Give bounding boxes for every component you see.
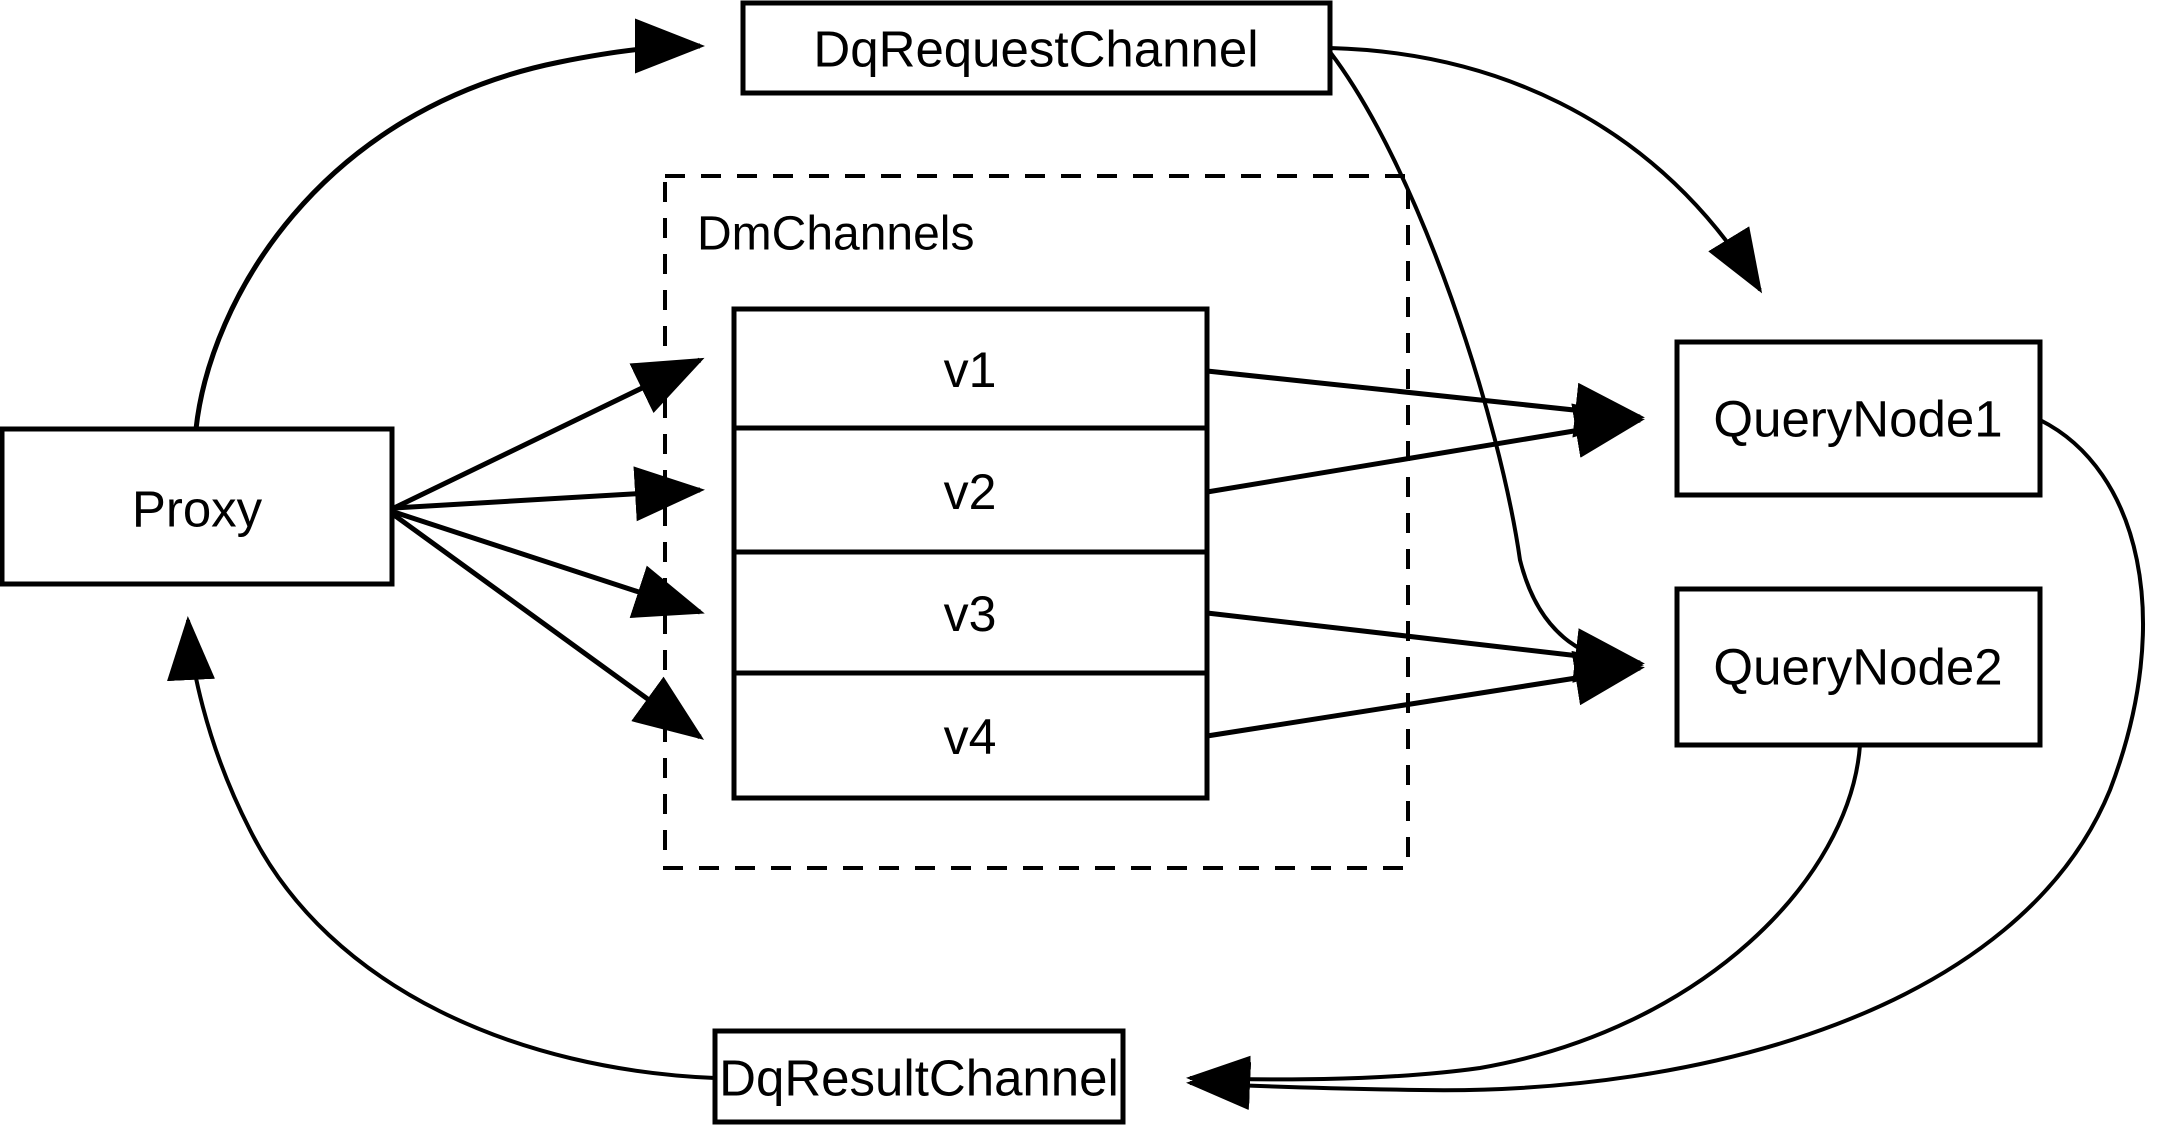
edge-proxy-to-v2 xyxy=(393,466,705,522)
edge-proxy-to-dqrequestchannel xyxy=(193,18,705,430)
edge-querynode2-to-dqresultchannel xyxy=(1186,744,1862,1104)
node-proxy-label: Proxy xyxy=(132,481,263,538)
node-dqresultchannel-label: DqResultChannel xyxy=(719,1050,1119,1107)
edge-v2-to-querynode1 xyxy=(1206,403,1645,495)
edge-dqrequestchannel-to-querynode1 xyxy=(1329,46,1763,294)
edge-querynode1-to-dqresultchannel xyxy=(1186,418,2145,1110)
edge-dqrequestchannel-to-querynode2 xyxy=(1328,50,1644,686)
edge-proxy-to-v3 xyxy=(393,509,705,618)
channel-row-v3[interactable]: v3 xyxy=(731,549,1210,676)
channel-row-label: v1 xyxy=(944,342,997,398)
node-dqresultchannel[interactable]: DqResultChannel xyxy=(712,1028,1126,1125)
edge-v4-to-querynode2 xyxy=(1206,650,1645,739)
dmchannels-group-label: DmChannels xyxy=(697,208,974,261)
channel-row-v1[interactable]: v1 xyxy=(731,306,1210,431)
node-dqrequestchannel[interactable]: DqRequestChannel xyxy=(740,0,1333,96)
channel-row-v4[interactable]: v4 xyxy=(731,670,1210,801)
channel-row-label: v3 xyxy=(944,586,997,642)
node-proxy[interactable]: Proxy xyxy=(0,426,395,587)
node-querynode2-label: QueryNode2 xyxy=(1713,639,2002,696)
edge-proxy-to-v4 xyxy=(392,512,705,740)
dmchannels-group: DmChannels xyxy=(663,174,1410,870)
edge-v1-to-querynode1 xyxy=(1206,368,1645,438)
channel-table: v1 v2 v3 v4 xyxy=(731,306,1210,801)
node-querynode1-label: QueryNode1 xyxy=(1713,391,2002,448)
node-querynode2[interactable]: QueryNode2 xyxy=(1674,586,2043,748)
node-dqrequestchannel-label: DqRequestChannel xyxy=(813,21,1258,78)
edge-proxy-to-v1 xyxy=(392,357,705,511)
channel-row-v2[interactable]: v2 xyxy=(731,425,1210,555)
node-querynode1[interactable]: QueryNode1 xyxy=(1674,339,2043,498)
edge-v3-to-querynode2 xyxy=(1206,610,1645,683)
edge-dqresultchannel-to-proxy xyxy=(167,616,716,1080)
channel-row-label: v2 xyxy=(944,464,997,520)
channel-row-label: v4 xyxy=(944,709,997,765)
